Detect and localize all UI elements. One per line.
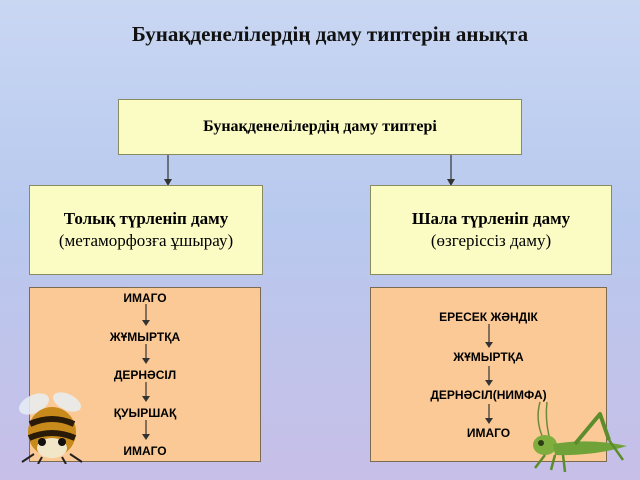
complete-development-box: Толық түрленіп даму (метаморфозға ұшырау… (29, 185, 263, 275)
complete-development-title: Толық түрленіп даму (63, 209, 229, 228)
page-title: Бунақденелілердің даму типтерін анықта (131, 22, 529, 46)
incomplete-development-box: Шала түрленіп даму (өзгеріссіз даму) (370, 185, 612, 275)
complete-stage-2: ЖҰМЫРТҚА (109, 330, 181, 344)
bee-icon (19, 392, 83, 464)
complete-stage-4: ҚУЫРШАҚ (113, 406, 177, 420)
root-box-label: Бунақденелілердің даму типтері (203, 118, 437, 135)
incomplete-stage-1: ЕРЕСЕК ЖӘНДІК (439, 310, 538, 324)
grasshopper-icon (533, 401, 627, 473)
incomplete-stages-box: ЕРЕСЕК ЖӘНДІК ЖҰМЫРТҚА ДЕРНӘСІЛ(НИМФА) И… (370, 287, 607, 462)
complete-stage-1: ИМАГО (123, 291, 167, 305)
complete-stage-3: ДЕРНӘСІЛ (113, 368, 177, 382)
root-box: Бунақденелілердің даму типтері (118, 99, 522, 155)
incomplete-stage-2: ЖҰМЫРТҚА (453, 350, 524, 364)
incomplete-development-title: Шала түрленіп даму (411, 209, 571, 228)
incomplete-stage-3: ДЕРНӘСІЛ(НИМФА) (430, 388, 547, 402)
complete-development-subtitle: (метаморфозға ұшырау) (58, 231, 234, 250)
incomplete-stage-4: ИМАГО (466, 426, 511, 440)
complete-stage-5: ИМАГО (123, 444, 167, 458)
complete-stage-arrows (142, 304, 150, 440)
incomplete-stage-arrows (485, 324, 493, 424)
incomplete-development-subtitle: (өзгеріссіз даму) (430, 231, 552, 250)
